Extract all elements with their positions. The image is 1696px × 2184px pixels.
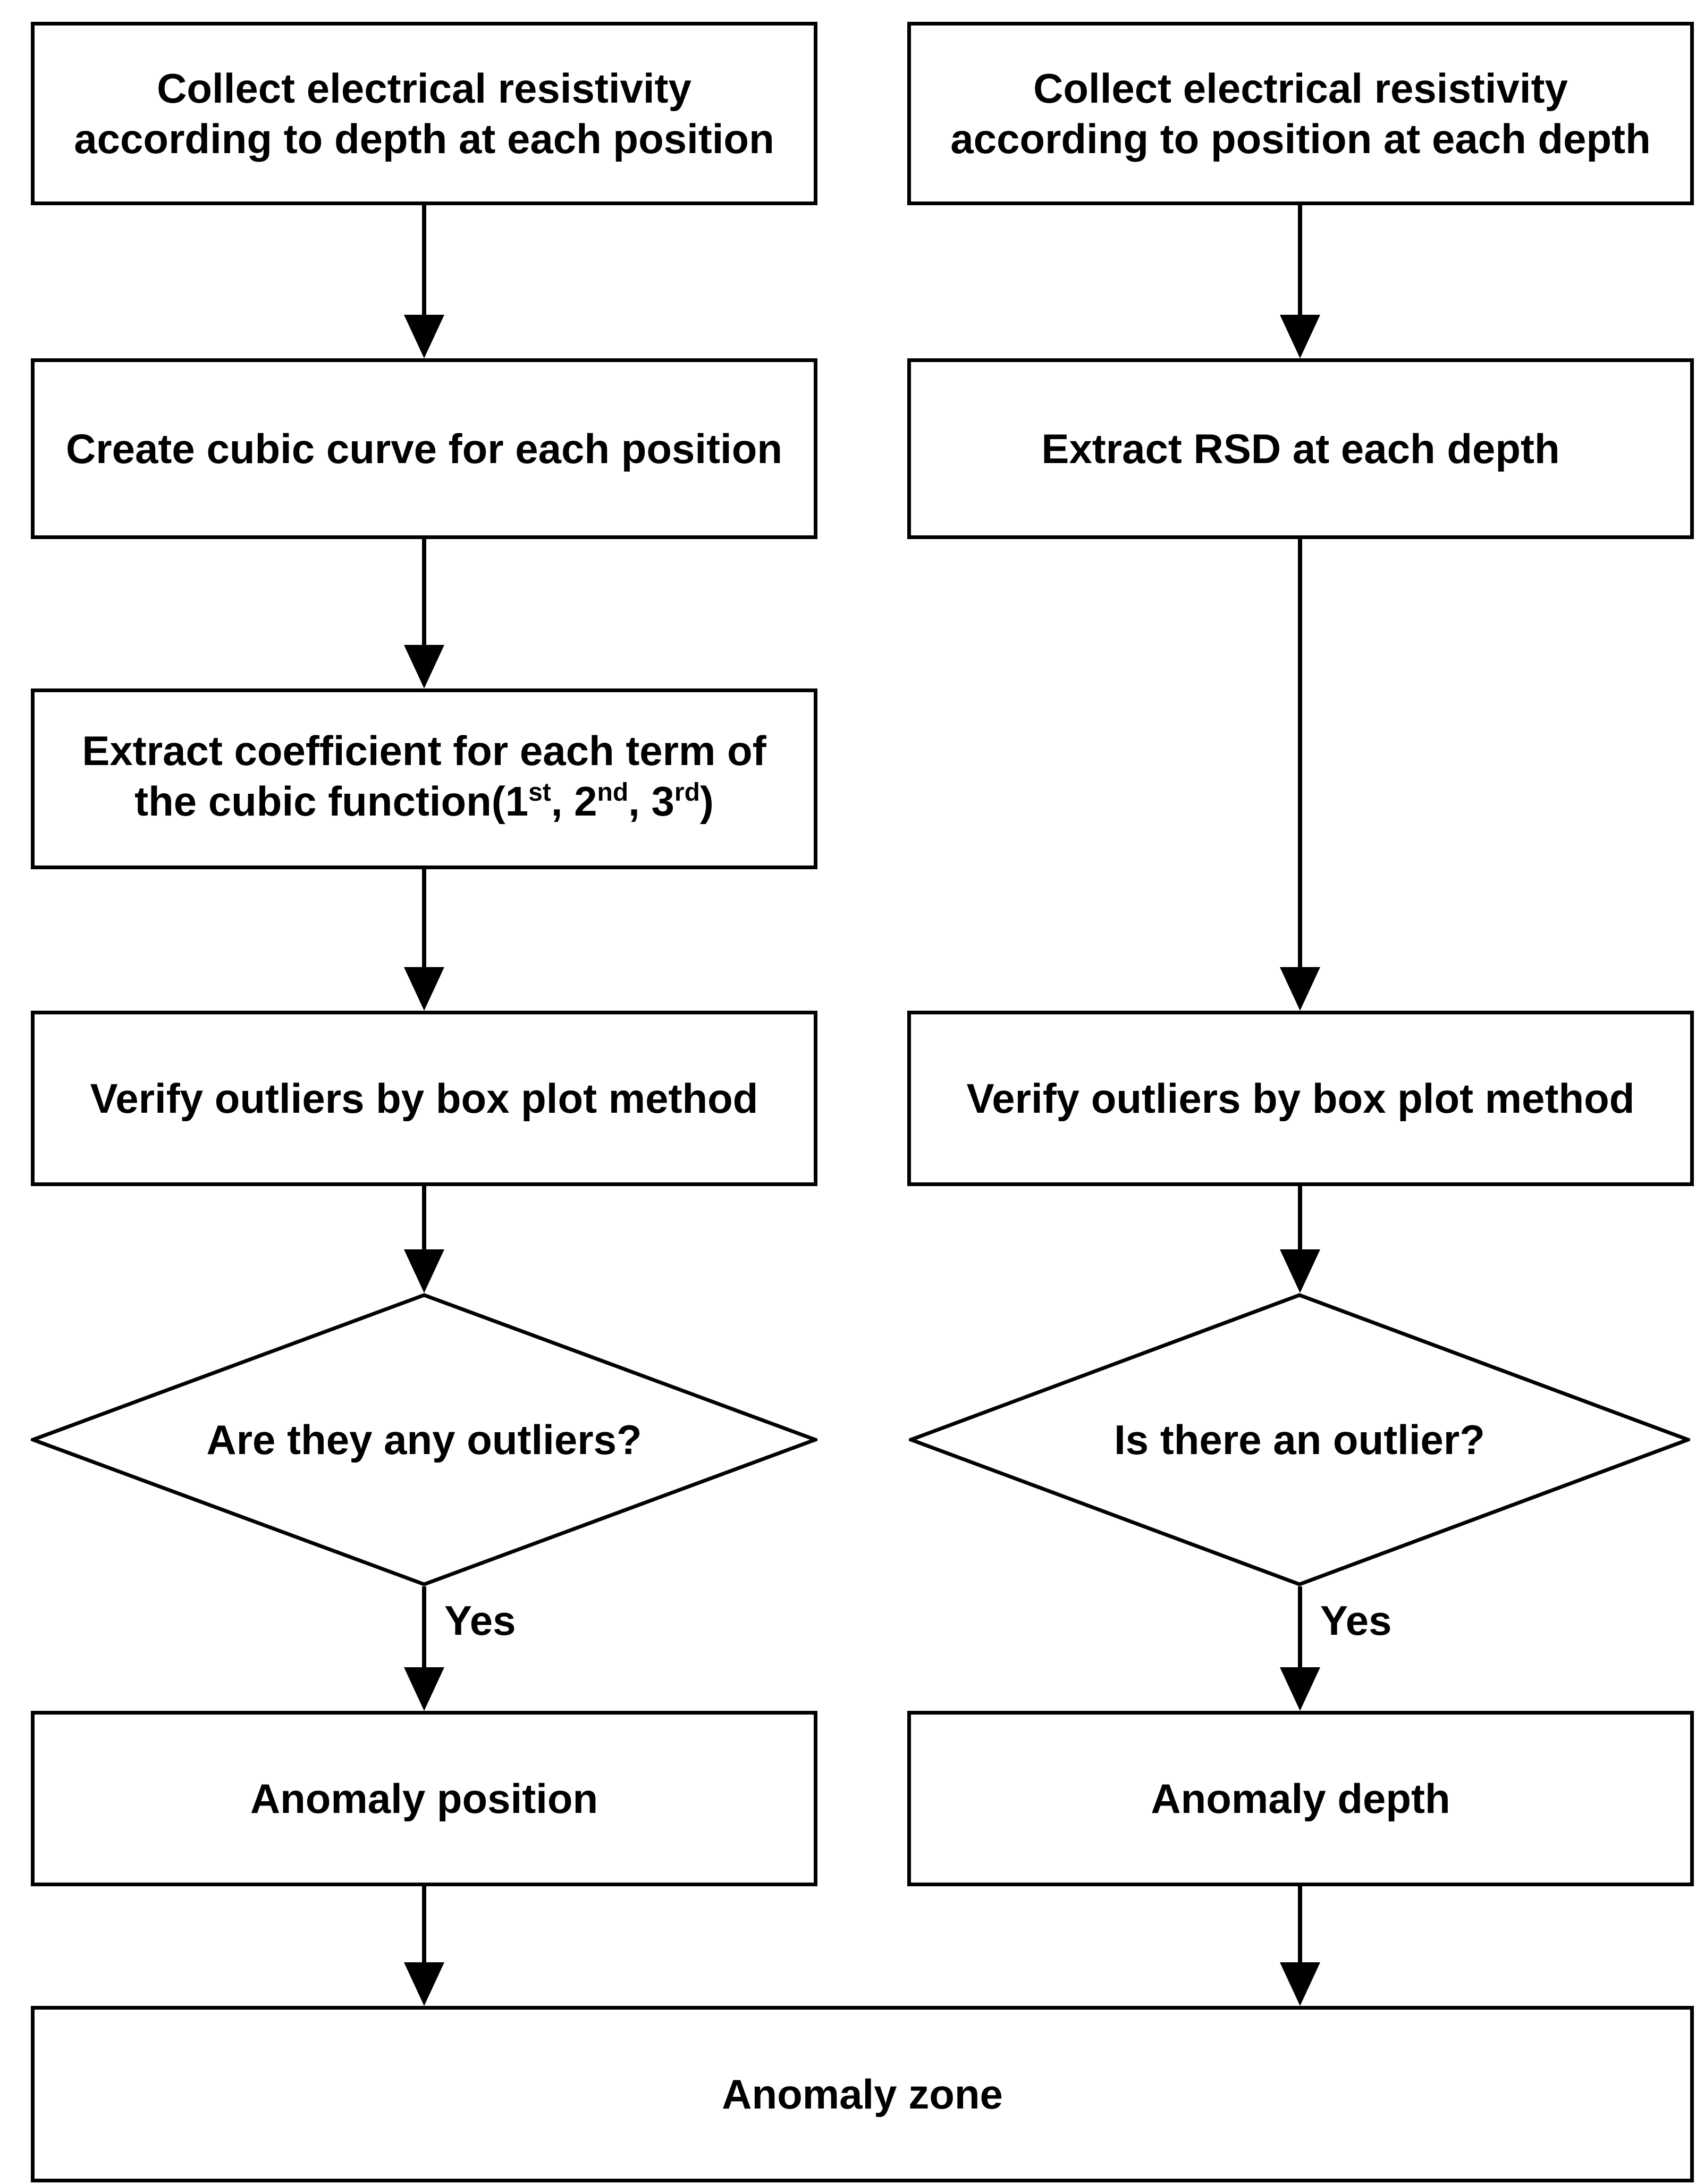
- arrow-head-icon: [404, 1667, 444, 1711]
- box-label-line: Verify outliers by box plot method: [90, 1074, 758, 1122]
- arrow-shaft: [422, 1186, 426, 1249]
- arrow-head-icon: [1280, 1962, 1320, 2006]
- arrow-head-icon: [1280, 967, 1320, 1011]
- label-part: the cubic function(1: [134, 777, 529, 825]
- arrow-shaft: [422, 539, 426, 645]
- decision-diamond-right: Is there an outlier?: [909, 1293, 1690, 1586]
- flow-arrow-left-1: [404, 205, 444, 358]
- box-label-line: according to position at each depth: [950, 115, 1651, 162]
- box-create-cubic-curve: Create cubic curve for each position: [31, 358, 817, 539]
- arrow-shaft: [422, 205, 426, 315]
- arrow-head-icon: [1280, 1667, 1320, 1711]
- box-verify-outliers-left: Verify outliers by box plot method: [31, 1011, 817, 1186]
- arrow-shaft: [422, 869, 426, 967]
- box-label-line: Verify outliers by box plot method: [966, 1074, 1635, 1122]
- box-label-line: according to depth at each position: [74, 115, 774, 162]
- flow-arrow-left-6: [404, 1886, 444, 2006]
- flow-arrow-right-5: [1280, 1886, 1320, 2006]
- box-label-line: Anomaly zone: [722, 2070, 1003, 2118]
- arrow-head-icon: [1280, 1249, 1320, 1293]
- arrow-head-icon: [404, 967, 444, 1011]
- arrow-shaft: [1298, 539, 1302, 967]
- box-extract-rsd: Extract RSD at each depth: [907, 358, 1694, 539]
- label-part: , 2: [551, 777, 597, 825]
- box-anomaly-position: Anomaly position: [31, 1711, 817, 1886]
- flow-arrow-left-2: [404, 539, 444, 688]
- box-anomaly-depth: Anomaly depth: [907, 1711, 1694, 1886]
- flow-arrow-right-4: [1280, 1586, 1320, 1711]
- arrow-head-icon: [404, 315, 444, 358]
- box-collect-resistivity-by-depth: Collect electrical resistivity according…: [31, 22, 817, 205]
- arrow-shaft: [422, 1586, 426, 1667]
- decision-label: Are they any outliers?: [206, 1416, 642, 1463]
- flow-arrow-left-4: [404, 1186, 444, 1293]
- box-collect-resistivity-by-position: Collect electrical resistivity according…: [907, 22, 1694, 205]
- box-label-line: Anomaly position: [250, 1775, 598, 1822]
- box-extract-coefficient: Extract coefficient for each term of the…: [31, 688, 817, 869]
- box-label-line: Extract coefficient for each term of: [82, 727, 766, 774]
- arrow-head-icon: [404, 645, 444, 688]
- flow-arrow-left-3: [404, 869, 444, 1011]
- label-part: , 3: [628, 777, 674, 825]
- arrow-shaft: [1298, 1586, 1302, 1667]
- label-part: ): [699, 777, 714, 825]
- yes-branch-label-left: Yes: [444, 1597, 516, 1644]
- box-verify-outliers-right: Verify outliers by box plot method: [907, 1011, 1694, 1186]
- arrow-head-icon: [1280, 315, 1320, 358]
- flow-arrow-right-2: [1280, 539, 1320, 1011]
- superscript-rd: rd: [674, 778, 700, 807]
- arrow-shaft: [1298, 205, 1302, 315]
- superscript-nd: nd: [597, 778, 629, 807]
- arrow-shaft: [422, 1886, 426, 1962]
- superscript-st: st: [528, 778, 551, 807]
- box-anomaly-zone: Anomaly zone: [31, 2006, 1694, 2182]
- arrow-shaft: [1298, 1186, 1302, 1249]
- flow-arrow-right-3: [1280, 1186, 1320, 1293]
- diamond-shape: [909, 1293, 1690, 1586]
- arrow-head-icon: [404, 1249, 444, 1293]
- decision-label: Is there an outlier?: [1114, 1416, 1485, 1463]
- arrow-head-icon: [404, 1962, 444, 2006]
- yes-branch-label-right: Yes: [1320, 1597, 1392, 1644]
- box-label-line: the cubic function(1st, 2nd, 3rd): [134, 776, 714, 833]
- box-label-line: Collect electrical resistivity: [1033, 64, 1568, 112]
- decision-diamond-left: Are they any outliers?: [31, 1293, 817, 1586]
- flow-arrow-right-1: [1280, 205, 1320, 358]
- arrow-shaft: [1298, 1886, 1302, 1962]
- box-label-line: Create cubic curve for each position: [65, 425, 783, 472]
- flow-arrow-left-5: [404, 1586, 444, 1711]
- box-label-line: Collect electrical resistivity: [157, 64, 691, 112]
- diamond-shape: [31, 1293, 817, 1586]
- box-label-line: Anomaly depth: [1151, 1775, 1450, 1822]
- box-label-line: Extract RSD at each depth: [1041, 425, 1560, 472]
